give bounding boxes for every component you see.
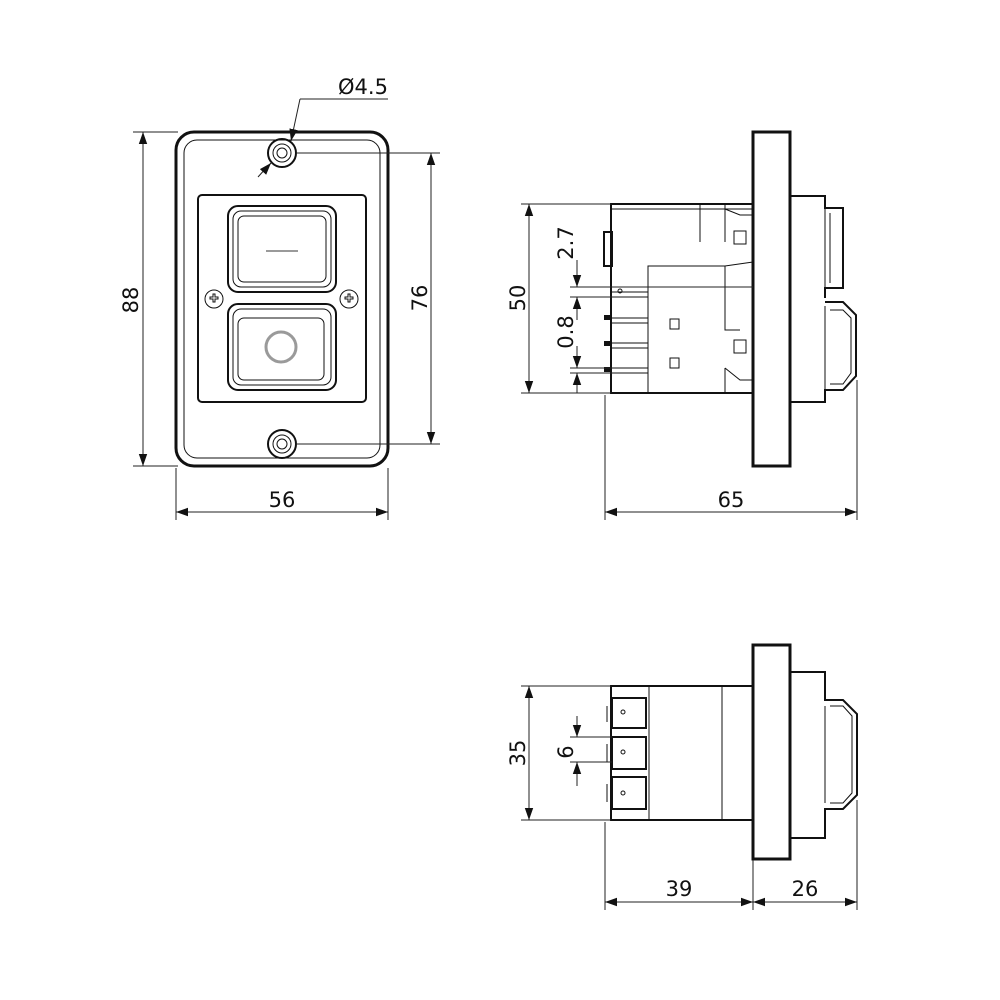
switch-body-side xyxy=(603,203,754,394)
terminal-middle xyxy=(606,736,647,770)
dim-front-height: 88 xyxy=(119,131,178,467)
button-housing xyxy=(197,194,367,403)
terminal-bottom xyxy=(606,776,647,810)
off-button xyxy=(227,303,337,391)
buttons-side xyxy=(790,195,857,403)
bottom-height-label: 35 xyxy=(506,740,530,767)
dim-front-width: 56 xyxy=(175,468,389,520)
terminal-top xyxy=(606,697,647,729)
dim-bottom-height: 35 xyxy=(506,685,611,821)
front-view: Ø4.5 88 76 56 xyxy=(119,75,440,520)
mounting-hole-bottom xyxy=(267,429,297,459)
off-symbol-icon xyxy=(264,330,298,364)
bottom-button-depth-label: 26 xyxy=(792,877,819,901)
bottom-view: 35 6 39 26 xyxy=(506,643,858,910)
dim-side-depth: 65 xyxy=(604,380,858,520)
dim-terminal-pitch: 6 xyxy=(554,716,612,786)
screw-left-icon xyxy=(204,289,224,309)
hole-spacing-label: 76 xyxy=(408,285,432,312)
hole-diameter-label: Ø4.5 xyxy=(338,75,388,99)
dim-bottom-depth: 39 26 xyxy=(604,800,858,910)
terminal-pitch-label: 6 xyxy=(554,745,578,758)
side-pitch-label: 2.7 xyxy=(554,226,578,259)
side-view: 50 2.7 0.8 65 xyxy=(506,130,858,520)
mounting-plate-bottom xyxy=(751,643,792,861)
screw-right-icon xyxy=(339,289,359,309)
mounting-plate-side xyxy=(751,130,792,468)
side-pin-label: 0.8 xyxy=(554,315,578,348)
bottom-body-depth-label: 39 xyxy=(666,877,693,901)
front-height-label: 88 xyxy=(119,287,143,314)
dim-hole-spacing: 76 xyxy=(296,152,440,445)
dim-side-pitch: 2.7 xyxy=(554,226,753,320)
button-bottom xyxy=(790,671,858,839)
front-width-label: 56 xyxy=(269,488,296,512)
mounting-plate-outline xyxy=(174,130,390,468)
side-depth-label: 65 xyxy=(718,488,745,512)
mounting-hole-top xyxy=(267,138,297,168)
on-button xyxy=(227,205,337,293)
hole-diameter-leader: Ø4.5 xyxy=(257,75,388,178)
dim-side-height: 50 xyxy=(506,203,611,394)
side-height-label: 50 xyxy=(506,285,530,312)
dim-side-pin: 0.8 xyxy=(554,315,612,393)
switch-body-bottom xyxy=(606,685,753,821)
